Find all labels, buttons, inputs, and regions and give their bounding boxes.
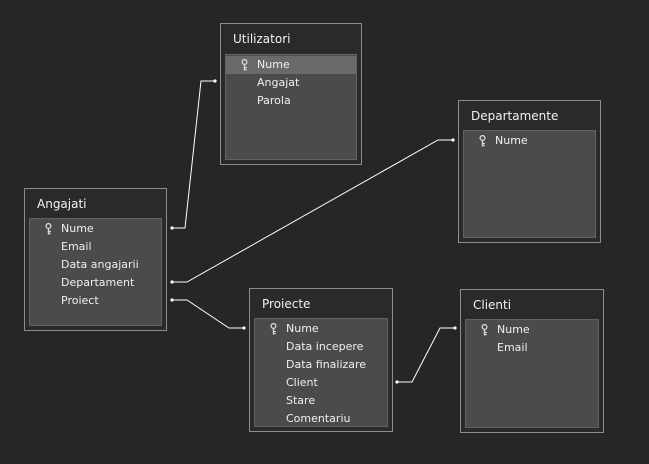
field-label: Proiect	[61, 294, 99, 307]
field-label: Nume	[497, 323, 530, 336]
field-list: Nume Email Data angajarii Departament Pr…	[29, 218, 162, 326]
field-email[interactable]: Email	[30, 238, 161, 256]
field-email[interactable]: Email	[466, 339, 598, 357]
table-title: Proiecte	[262, 297, 311, 311]
relation-angajati-proiecte[interactable]	[172, 299, 244, 329]
relation-angajati-departamente[interactable]	[172, 139, 453, 283]
field-label: Data incepere	[286, 340, 364, 353]
relation-start-dot	[395, 380, 399, 384]
field-label: Data angajarii	[61, 258, 139, 271]
field-label: Email	[497, 341, 528, 354]
field-list: Nume Email	[465, 319, 599, 428]
field-label: Departament	[61, 276, 135, 289]
table-title: Departamente	[471, 109, 559, 123]
field-departament[interactable]: Departament	[30, 274, 161, 292]
table-angajati[interactable]: Angajati Nume Email Data angajarii Depar…	[24, 188, 167, 331]
field-label: Nume	[61, 222, 94, 235]
field-nume[interactable]: Nume	[255, 320, 387, 338]
key-icon	[241, 59, 248, 71]
field-label: Angajat	[257, 76, 300, 89]
key-icon	[479, 135, 486, 147]
table-clienti[interactable]: Clienti Nume Email	[460, 289, 604, 433]
field-label: Client	[286, 376, 318, 389]
relation-start-dot	[170, 280, 174, 284]
field-angajat[interactable]: Angajat	[226, 74, 356, 92]
field-comentariu[interactable]: Comentariu	[255, 410, 387, 428]
key-icon	[270, 323, 277, 335]
field-stare[interactable]: Stare	[255, 392, 387, 410]
table-proiecte[interactable]: Proiecte Nume Data incepere Data finaliz…	[249, 288, 393, 432]
key-icon	[481, 324, 488, 336]
relation-angajati-utilizatori[interactable]	[172, 80, 215, 229]
table-title: Angajati	[37, 197, 87, 211]
relation-end-dot	[453, 326, 457, 330]
table-title: Clienti	[473, 298, 512, 312]
field-label: Nume	[257, 58, 290, 71]
table-utilizatori[interactable]: Utilizatori Nume Angajat Parola	[220, 23, 362, 165]
field-label: Nume	[495, 134, 528, 147]
field-data-angajarii[interactable]: Data angajarii	[30, 256, 161, 274]
field-client[interactable]: Client	[255, 374, 387, 392]
key-icon	[45, 223, 52, 235]
field-nume[interactable]: Nume	[30, 220, 161, 238]
field-label: Comentariu	[286, 412, 351, 425]
relation-start-dot	[170, 226, 174, 230]
field-list: Nume	[463, 130, 596, 238]
field-list: Nume Angajat Parola	[225, 54, 357, 160]
field-list: Nume Data incepere Data finalizare Clien…	[254, 318, 388, 427]
field-label: Parola	[257, 94, 291, 107]
field-label: Email	[61, 240, 92, 253]
relation-end-dot	[213, 79, 217, 83]
relation-end-dot	[451, 138, 455, 142]
field-label: Stare	[286, 394, 316, 407]
field-proiect[interactable]: Proiect	[30, 292, 161, 310]
field-nume[interactable]: Nume	[226, 56, 356, 74]
field-label: Nume	[286, 322, 319, 335]
relation-end-dot	[242, 326, 246, 330]
relation-start-dot	[170, 298, 174, 302]
field-nume[interactable]: Nume	[464, 132, 595, 150]
field-nume[interactable]: Nume	[466, 321, 598, 339]
table-title: Utilizatori	[233, 32, 291, 46]
table-departamente[interactable]: Departamente Nume	[458, 100, 601, 243]
field-data-incepere[interactable]: Data incepere	[255, 338, 387, 356]
field-parola[interactable]: Parola	[226, 92, 356, 110]
field-label: Data finalizare	[286, 358, 367, 371]
field-data-finalizare[interactable]: Data finalizare	[255, 356, 387, 374]
relation-proiecte-clienti[interactable]	[397, 327, 455, 383]
